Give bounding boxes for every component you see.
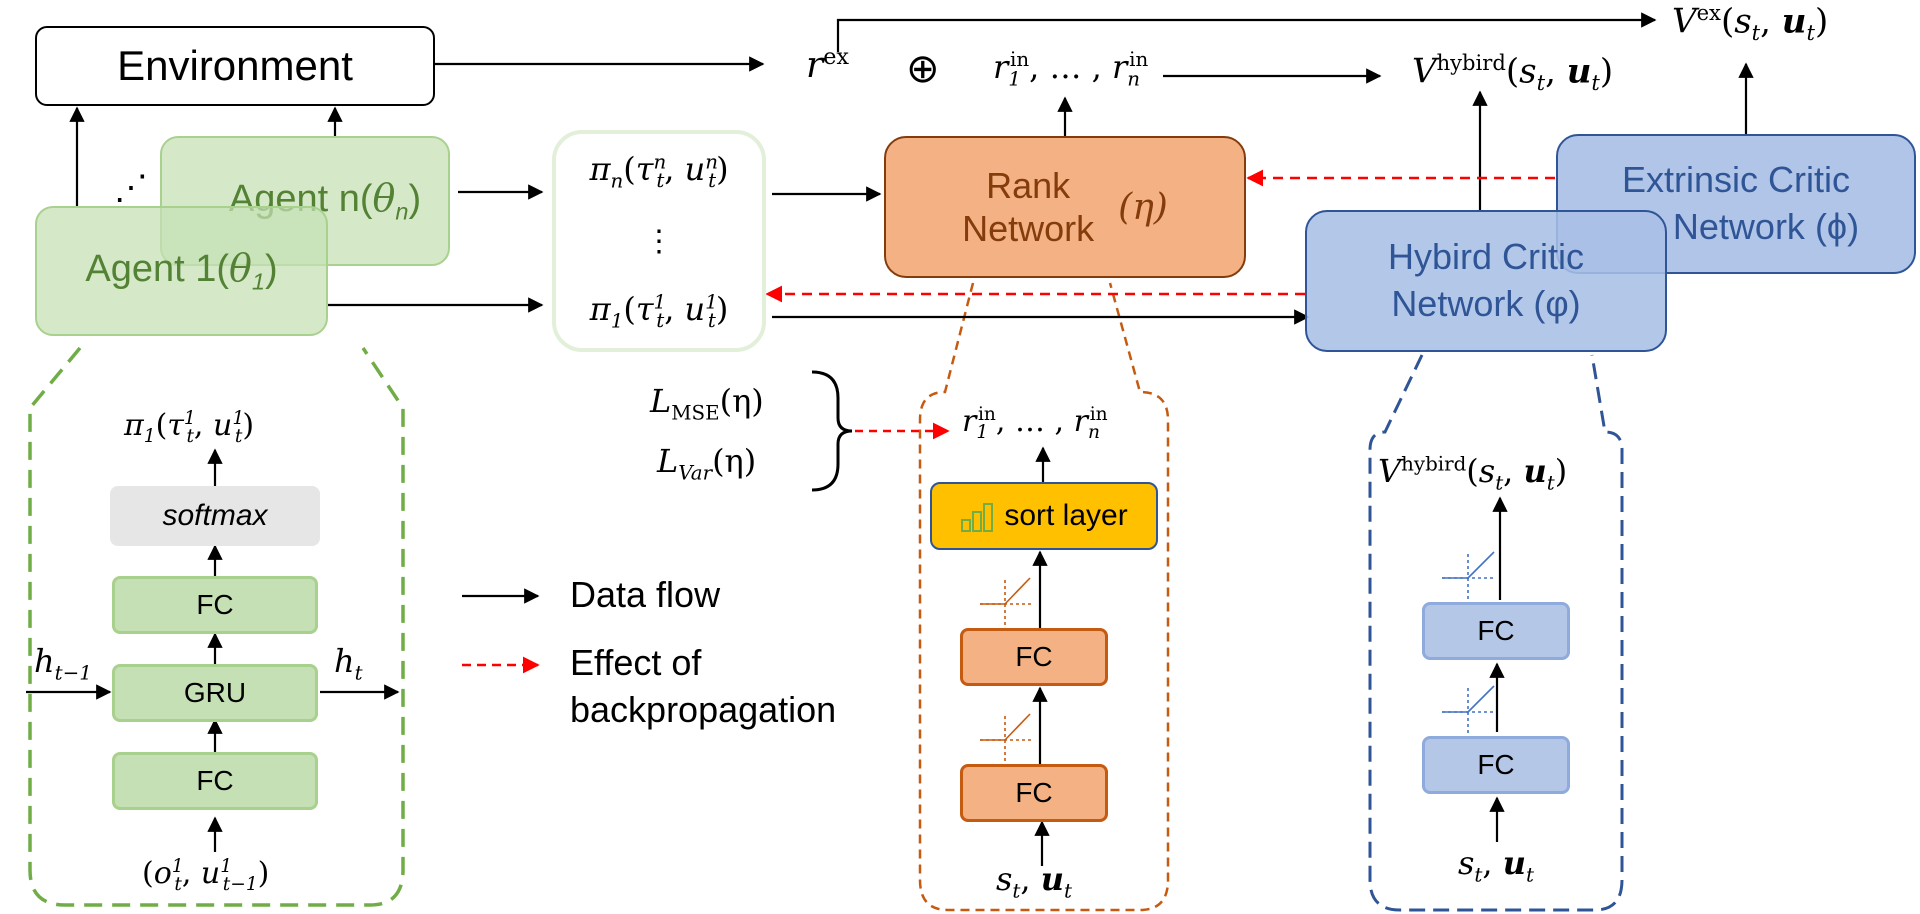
policies-box: πn(τnt, unt) ⋮ π1(τ1t, u1t) (552, 130, 766, 352)
r-ex-label: rex (806, 44, 850, 86)
relu-icon (980, 577, 1032, 628)
legend-data-flow-label: Data flow (570, 574, 721, 615)
rex-to-vex-arrow (836, 12, 1657, 52)
loss-mse: LMSE(η) (650, 382, 764, 425)
policy-1: π1(τ1t, u1t) (589, 289, 729, 333)
agent-detail-callout (28, 346, 405, 907)
rank-network-param: (η) (1118, 186, 1168, 228)
agent-1-label: Agent 1(θ1) (85, 246, 278, 295)
v-hybrid-top-label: Vhybird(st, ut) (1412, 50, 1614, 96)
agent-detail-input: (o1t, u1t−1) (142, 856, 270, 895)
sort-layer-box: sort layer (930, 482, 1158, 550)
rank-network-title: Rank Network (962, 164, 1095, 249)
policy-n: πn(τnt, unt) (589, 149, 729, 193)
critic-detail-output: Vhybird(st, ut) (1378, 452, 1568, 495)
environment-label: Environment (117, 42, 353, 89)
agent-fc-bottom-box: FC (112, 752, 318, 810)
legend-backprop-label: Effect of backpropagation (570, 642, 837, 730)
v-ex-top-label: Vex(st, ut) (1672, 0, 1829, 46)
hybrid-critic-box: Hybird Critic Network (φ) (1305, 210, 1667, 352)
critic-detail-callout (1368, 354, 1624, 912)
relu-icon (1442, 685, 1496, 736)
rank-fc-top-box: FC (960, 628, 1108, 686)
agent-1-box: Agent 1(θ1) (35, 206, 328, 336)
hybrid-critic-line1: Hybird Critic (1387, 236, 1584, 278)
rank-network-box: Rank Network (η) (884, 136, 1246, 278)
critic-fc-bottom-box: FC (1422, 736, 1570, 794)
agent-fc-top-box: FC (112, 576, 318, 634)
oplus-symbol: ⊕ (906, 47, 940, 91)
r-in-list-top: r1in, … , rnin (993, 48, 1149, 91)
rank-fc-bottom-box: FC (960, 764, 1108, 822)
critic-detail-input: st, ut (1458, 844, 1534, 887)
extrinsic-critic-box: Extrinsic Critic Network (ϕ) (1556, 134, 1916, 274)
h-prev-label: ht−1 (34, 642, 92, 685)
relu-icon (980, 713, 1032, 764)
rank-detail-output: r1in, … , rnin (962, 404, 1108, 443)
extrinsic-critic-line2: Network (ϕ) (1672, 206, 1860, 247)
bar-chart-icon (961, 503, 994, 532)
policy-vdots: ⋮ (644, 224, 674, 258)
hybrid-critic-line2: Network (φ) (1391, 283, 1581, 324)
environment-box: Environment (35, 26, 435, 106)
rank-detail-callout (918, 282, 1170, 912)
gru-box: GRU (112, 664, 318, 722)
agent-detail-output: π1(τ1t, u1t) (124, 408, 255, 447)
h-next-label: ht (334, 642, 363, 685)
sort-layer-label: sort layer (1004, 499, 1128, 532)
extrinsic-critic-line1: Extrinsic Critic (1621, 159, 1850, 201)
critic-fc-top-box: FC (1422, 602, 1570, 660)
loss-brace (811, 370, 853, 492)
softmax-box: softmax (110, 486, 320, 546)
agents-ellipsis: ⋰ (114, 169, 148, 207)
rank-detail-input: st, ut (996, 860, 1072, 903)
loss-var: LVar(η) (657, 442, 757, 485)
relu-icon (1442, 551, 1496, 602)
